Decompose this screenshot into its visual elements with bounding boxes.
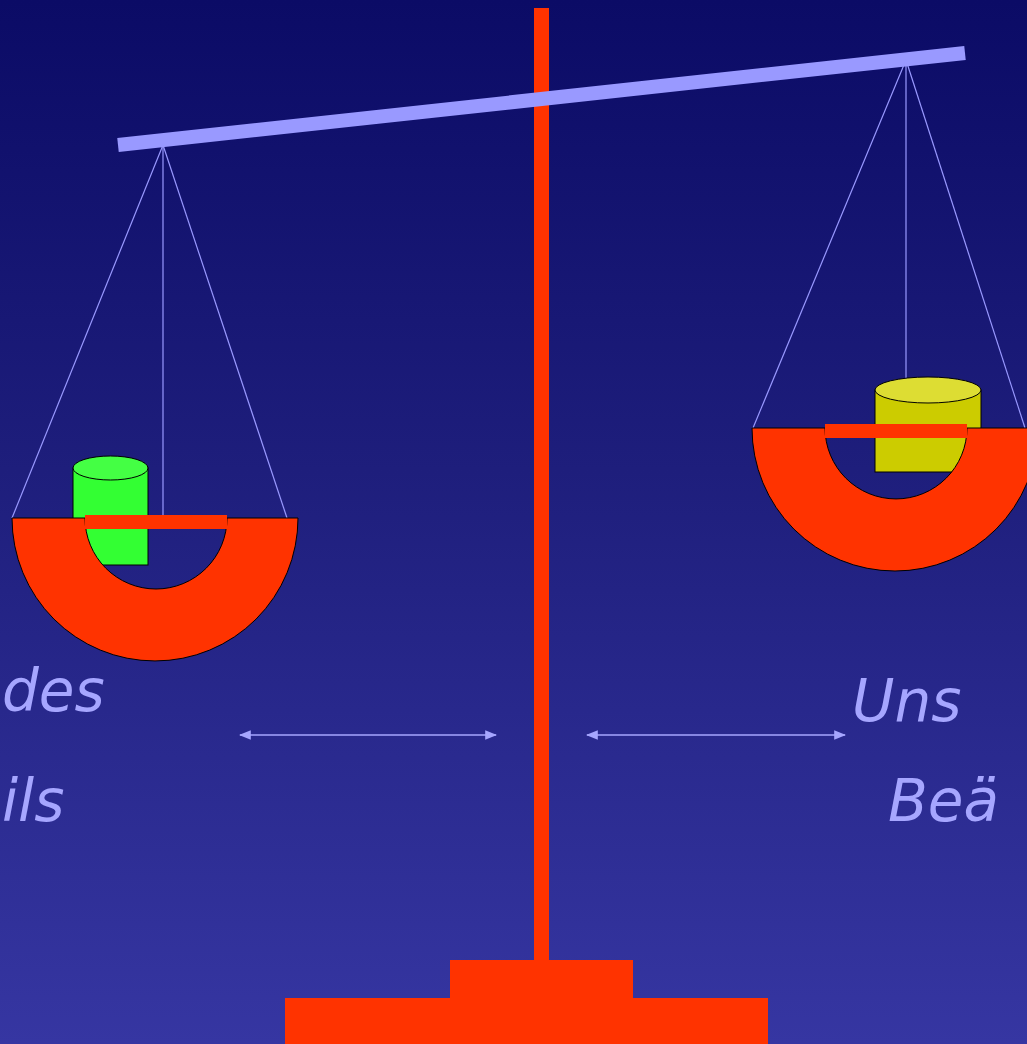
caption-word: des bbox=[2, 662, 105, 720]
pan-strings bbox=[12, 60, 1025, 518]
caption-word: Beä bbox=[888, 772, 999, 830]
caption-word: ils bbox=[2, 772, 64, 830]
scale-pan bbox=[752, 428, 1027, 571]
scale-pole bbox=[534, 8, 549, 963]
scale-base bbox=[450, 960, 633, 1000]
double-arrow bbox=[240, 734, 496, 736]
caption-word: Uns bbox=[852, 672, 961, 730]
scale-pan bbox=[12, 518, 298, 661]
scale-beam bbox=[118, 53, 965, 145]
scale-base bbox=[285, 998, 768, 1044]
pan-bar bbox=[825, 424, 967, 438]
double-arrow bbox=[587, 734, 845, 736]
pan-bar bbox=[85, 515, 227, 529]
